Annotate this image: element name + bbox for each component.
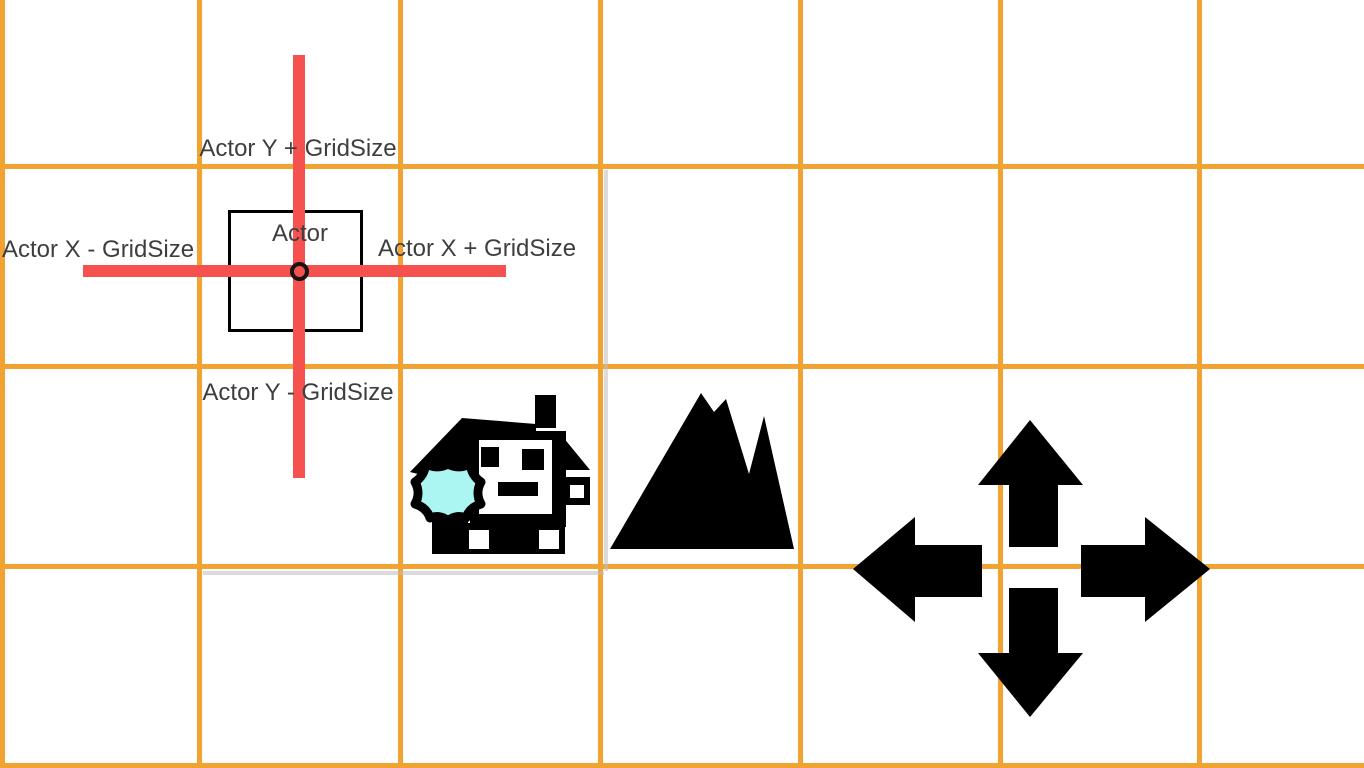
move-arrows-icon: [853, 420, 1210, 717]
label-actor-y-plus-gridsize: Actor Y + GridSize: [199, 135, 397, 162]
grid-line-vertical: [797, 0, 803, 768]
label-actor-x-minus-gridsize: Actor X - GridSize: [2, 236, 195, 263]
sprite-shield: [410, 458, 486, 526]
drop-shadow-bottom: [203, 571, 604, 575]
actor-origin-marker: [290, 262, 309, 281]
grid-line-vertical: [1196, 0, 1202, 768]
grid-line-vertical: [196, 0, 202, 768]
sprite-right-eye: [522, 449, 544, 470]
mountain-icon: [610, 393, 794, 549]
grid-line-vertical: [597, 0, 603, 768]
grid-line-vertical: [997, 0, 1003, 768]
grid-line-horizontal: [0, 563, 1364, 569]
arrow-left-icon: [853, 517, 982, 622]
sprite-chimney: [535, 395, 556, 428]
sprite-left-eye: [481, 447, 499, 467]
arrow-right-icon: [1081, 517, 1210, 622]
label-actor: Actor: [271, 220, 329, 247]
arrow-down-icon: [978, 588, 1083, 717]
grid-line-horizontal: [0, 762, 1364, 768]
label-actor-x-plus-gridsize: Actor X + GridSize: [378, 235, 577, 262]
sprite-left-foot: [469, 530, 489, 549]
arrow-up-icon: [978, 420, 1083, 547]
grid-line-horizontal: [0, 363, 1364, 369]
sprite-mouth: [498, 482, 538, 496]
grid-line-vertical: [397, 0, 403, 768]
grid-line-horizontal: [0, 163, 1364, 169]
drop-shadow-right: [604, 170, 608, 571]
grid-line-vertical: [0, 0, 5, 768]
label-actor-y-minus-gridsize: Actor Y - GridSize: [202, 379, 394, 406]
actor-sprite-icon: [410, 395, 590, 554]
mountain-shape: [610, 393, 794, 549]
sprite-ear: [570, 485, 584, 498]
sprite-right-foot: [539, 530, 559, 549]
